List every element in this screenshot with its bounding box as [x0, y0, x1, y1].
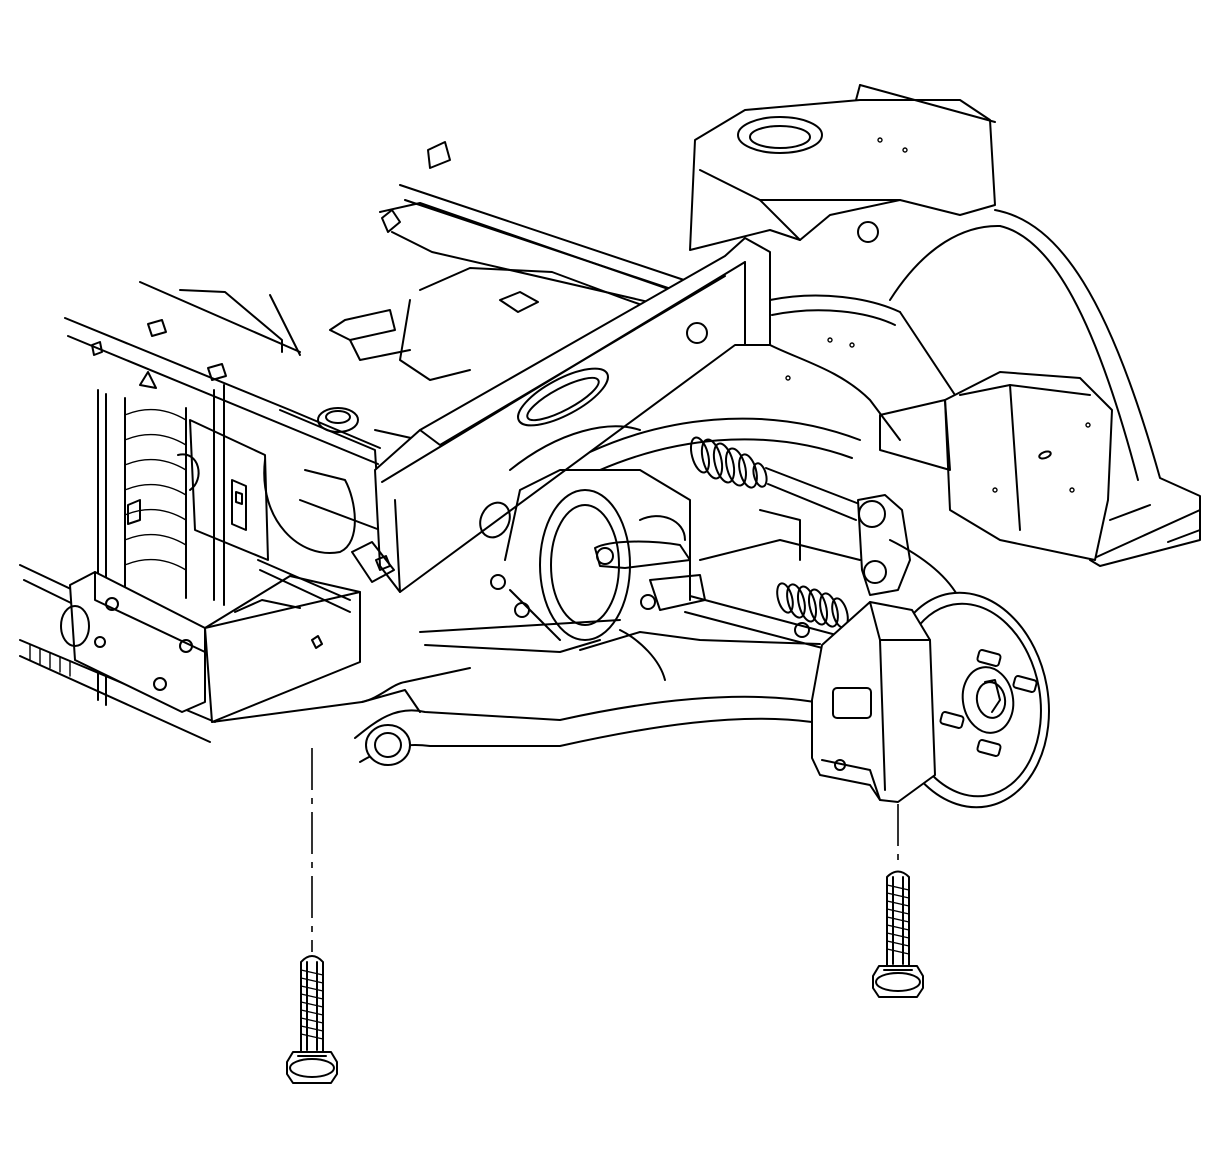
stabilizer-bar [354, 689, 816, 766]
main-frame-rail [351, 237, 771, 593]
transaxle-housing [490, 469, 706, 641]
wheel-lug-studs [939, 649, 1038, 757]
cv-axle-outer-boot [776, 582, 849, 638]
right-mounting-bolt [872, 870, 924, 998]
fender-apron-bracket [879, 371, 1113, 561]
lower-left-frame-rail [19, 559, 471, 743]
line-art [19, 84, 1201, 1084]
bolt-locator-lines [311, 748, 899, 952]
strut-tower [689, 84, 996, 251]
left-mounting-bolt [286, 955, 338, 1084]
brake-caliper [811, 601, 936, 803]
wheel-hub [961, 666, 1015, 734]
radiator-hose [124, 397, 200, 599]
wheelhouse-inner-fender [769, 209, 1201, 567]
lower-control-arm [419, 509, 861, 681]
cv-axle-inner-boot [689, 436, 863, 521]
upper-control-arm [509, 417, 861, 471]
